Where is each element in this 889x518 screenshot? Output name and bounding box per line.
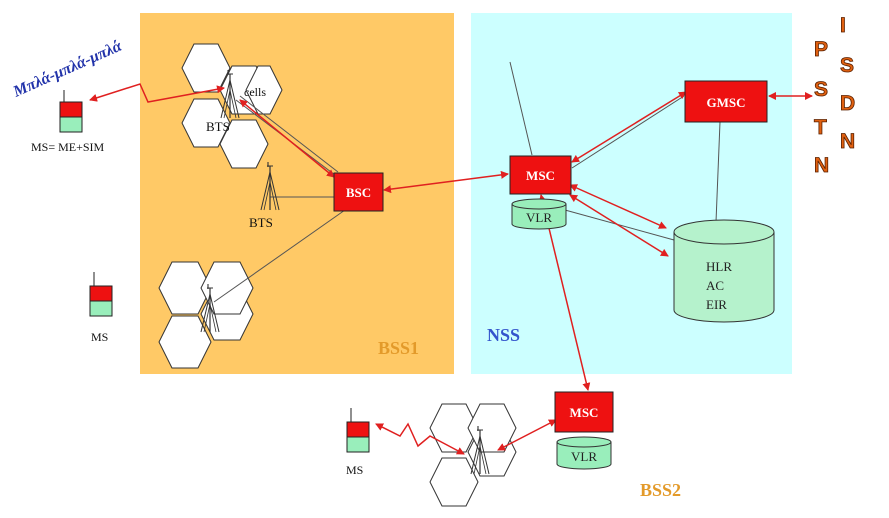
bts-mid-label: BTS bbox=[249, 215, 273, 230]
vlr-bss2-label: VLR bbox=[571, 449, 597, 464]
msc-bss2-label: MSC bbox=[570, 405, 599, 420]
signal-arrows bbox=[89, 83, 813, 455]
hlr-ac-eir-database[interactable]: HLR AC EIR bbox=[673, 219, 775, 323]
ms-bottom-label: MS bbox=[346, 463, 363, 477]
isdn-letter-n: N bbox=[840, 130, 855, 153]
isdn-letter-d: D bbox=[840, 92, 855, 115]
database-line-ac: AC bbox=[706, 278, 724, 293]
bsc-label: BSC bbox=[346, 185, 371, 200]
gmsc-label: GMSC bbox=[707, 95, 746, 110]
msc-main-node[interactable]: MSC bbox=[509, 155, 572, 195]
bss1-label: BSS1 bbox=[378, 338, 419, 358]
bss2-label: BSS2 bbox=[640, 480, 681, 500]
mobile-station-bottom-icon bbox=[346, 408, 370, 453]
cells-label: cells bbox=[244, 85, 266, 99]
msc-bss2-node[interactable]: MSC bbox=[554, 391, 614, 433]
isdn-letter-i: I bbox=[840, 14, 846, 37]
database-line-hlr: HLR bbox=[706, 259, 732, 274]
greek-label: Μπλά-μπλά-μπλά bbox=[10, 37, 126, 101]
cell-cluster-bss1-bottom bbox=[158, 261, 254, 369]
isdn-label: I S D N bbox=[840, 14, 856, 154]
mobile-station-mid-icon bbox=[89, 272, 113, 317]
ms-mid-label: MS bbox=[91, 330, 108, 344]
isdn-letter-s: S bbox=[840, 54, 854, 77]
gmsc-node[interactable]: GMSC bbox=[684, 80, 768, 123]
pstn-letter-s: S bbox=[814, 78, 828, 101]
vlr-bss2-node[interactable]: VLR bbox=[556, 436, 612, 470]
vlr-main-node[interactable]: VLR bbox=[511, 198, 567, 230]
bsc-node[interactable]: BSC bbox=[333, 172, 384, 212]
pstn-letter-p: P bbox=[814, 38, 828, 61]
bts-top-label: BTS bbox=[206, 119, 230, 134]
msc-main-label: MSC bbox=[526, 168, 555, 183]
database-line-eir: EIR bbox=[706, 297, 727, 312]
mobile-station-top-icon bbox=[59, 90, 83, 133]
cell-cluster-bss2 bbox=[429, 403, 517, 507]
vlr-main-label: VLR bbox=[526, 210, 552, 225]
nss-label: NSS bbox=[487, 325, 520, 345]
pstn-label: P S T N bbox=[814, 38, 830, 178]
pstn-letter-n: N bbox=[814, 154, 829, 177]
ms-top-label: MS= ME+SIM bbox=[31, 140, 105, 154]
pstn-letter-t: T bbox=[814, 116, 827, 139]
